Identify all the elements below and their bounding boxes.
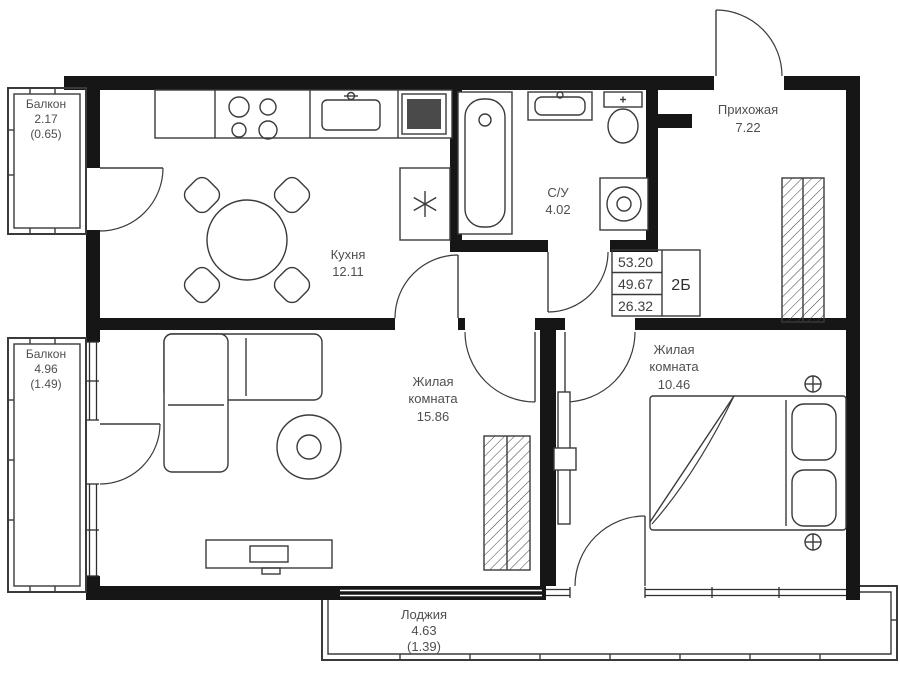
wall-mid-horizontal-3 bbox=[535, 318, 565, 330]
windows bbox=[87, 341, 846, 598]
wall-between-living-rooms bbox=[540, 330, 556, 586]
kitchen-sink-icon bbox=[321, 91, 381, 131]
wall-mid-horizontal-4 bbox=[635, 318, 860, 330]
living-room-2-label-line1: Жилая bbox=[653, 342, 694, 357]
tv-panel-icon bbox=[553, 391, 577, 525]
pillow bbox=[791, 469, 837, 527]
plan-code: 2Б bbox=[671, 277, 690, 294]
kitchen-door bbox=[394, 254, 459, 319]
outlet-symbol-top bbox=[804, 375, 822, 393]
outlet-symbol-bottom bbox=[804, 533, 822, 551]
chair bbox=[273, 266, 311, 304]
oven-icon bbox=[401, 93, 447, 135]
chair bbox=[183, 266, 221, 304]
wall-mid-horizontal-2 bbox=[458, 318, 465, 330]
living-room-2-door bbox=[564, 331, 636, 403]
balcony-top-outline bbox=[7, 87, 87, 235]
room-labels: Балкон 2.17 (0.65) Кухня 12.11 С/У 4.02 … bbox=[26, 97, 778, 654]
fridge-snowflake-icon bbox=[413, 191, 437, 217]
loggia-outline bbox=[321, 585, 898, 661]
kitchen-balcony-door bbox=[99, 167, 164, 232]
wall-hall-stub bbox=[658, 114, 692, 128]
loggia-label: Лоджия bbox=[401, 607, 447, 622]
tv-stand-icon bbox=[205, 539, 333, 575]
bed-icon bbox=[649, 395, 847, 531]
living-room-1-label-line2: комната bbox=[408, 391, 458, 406]
balcony-top-area: 2.17 bbox=[34, 112, 58, 126]
bathroom-sink-icon bbox=[527, 91, 593, 121]
sofa-icon bbox=[163, 333, 323, 473]
bathroom-label: С/У bbox=[547, 185, 569, 200]
bathtub-icon bbox=[457, 91, 513, 235]
bathroom-fixtures bbox=[457, 91, 649, 235]
chair bbox=[273, 176, 311, 214]
total-area-value: 53.20 bbox=[618, 254, 653, 270]
living-room-balcony-door bbox=[99, 423, 161, 485]
wall-bath-bottom-left bbox=[450, 240, 548, 252]
wall-right bbox=[846, 76, 860, 600]
area-info-box: 53.20 49.67 26.32 2Б bbox=[611, 249, 701, 317]
wall-top-left bbox=[64, 76, 714, 90]
wall-top-right bbox=[784, 76, 860, 90]
walls bbox=[64, 76, 860, 600]
pillow bbox=[791, 403, 837, 461]
toilet-icon bbox=[603, 91, 643, 144]
dining-set bbox=[183, 176, 311, 304]
hallway-label: Прихожая bbox=[718, 102, 778, 117]
loggia-area-reduced: (1.39) bbox=[407, 639, 441, 654]
loggia-door bbox=[574, 515, 646, 587]
bathroom-area: 4.02 bbox=[545, 202, 570, 217]
wall-mid-horizontal-1 bbox=[86, 318, 395, 330]
living-room-2-label-line2: комната bbox=[649, 359, 699, 374]
living-room-1-label-line1: Жилая bbox=[412, 374, 453, 389]
wall-left-2 bbox=[86, 230, 100, 342]
area-value-3: 26.32 bbox=[618, 298, 653, 314]
living-room-1-area: 15.86 bbox=[417, 409, 450, 424]
doors bbox=[99, 9, 783, 587]
entry-door bbox=[715, 9, 783, 77]
kitchen-furniture bbox=[154, 89, 453, 304]
balcony-left-outline bbox=[7, 337, 87, 593]
balcony-left-label: Балкон bbox=[26, 347, 66, 361]
wall-bath-hall bbox=[646, 90, 658, 252]
balcony-left-area: 4.96 bbox=[34, 362, 58, 376]
bathroom-door bbox=[547, 251, 609, 313]
wall-left-1 bbox=[86, 76, 100, 168]
living-room-1-furniture bbox=[163, 333, 531, 575]
balcony-top-area-reduced: (0.65) bbox=[30, 127, 61, 141]
wardrobe-living1 bbox=[483, 435, 531, 571]
living-room-2-area: 10.46 bbox=[658, 377, 691, 392]
loggia-area: 4.63 bbox=[411, 623, 436, 638]
balcony-top-label: Балкон bbox=[26, 97, 66, 111]
area-value-2: 49.67 bbox=[618, 276, 653, 292]
hallway-wardrobe bbox=[781, 177, 825, 323]
living-room-2-furniture bbox=[553, 375, 847, 551]
coffee-table-icon bbox=[276, 414, 342, 480]
balcony-left-area-reduced: (1.49) bbox=[30, 377, 61, 391]
chair bbox=[183, 176, 221, 214]
living-room-1-door bbox=[464, 331, 536, 403]
kitchen-label: Кухня bbox=[331, 247, 366, 262]
wall-bottom bbox=[86, 586, 546, 600]
kitchen-area: 12.11 bbox=[332, 264, 364, 279]
dining-table bbox=[206, 199, 288, 281]
hallway-area: 7.22 bbox=[735, 120, 760, 135]
fridge-icon bbox=[399, 167, 451, 241]
washing-machine-icon bbox=[599, 177, 649, 231]
stove-icon bbox=[228, 96, 278, 140]
